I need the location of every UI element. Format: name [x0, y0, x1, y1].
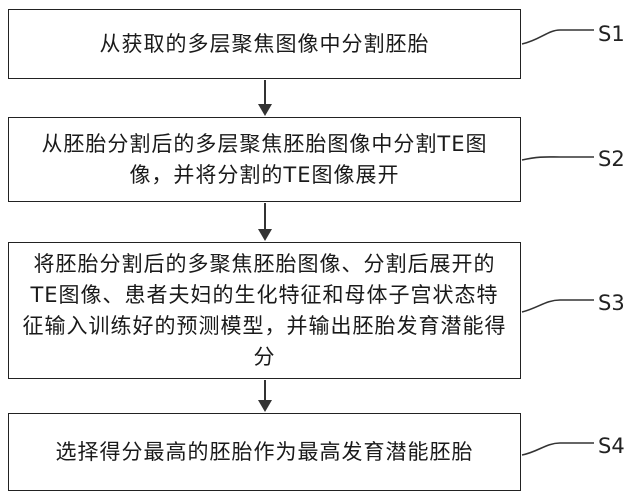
leader-s1 — [521, 29, 594, 45]
arrow-s3-s4 — [258, 380, 272, 412]
step-label-s2: S2 — [598, 147, 625, 171]
step-box-s4: 选择得分最高的胚胎作为最高发育潜能胚胎 — [8, 413, 521, 491]
leader-s4 — [521, 442, 594, 456]
step-box-s2: 从胚胎分割后的多层聚焦胚胎图像中分割TE图像，并将分割的TE图像展开 — [8, 117, 521, 202]
arrow-s1-s2 — [258, 80, 272, 116]
step-box-s3: 将胚胎分割后的多聚焦胚胎图像、分割后展开的TE图像、患者夫妇的生化特征和母体子宫… — [8, 242, 521, 379]
leader-s3 — [521, 299, 594, 313]
step-text-s2: 从胚胎分割后的多层聚焦胚胎图像中分割TE图像，并将分割的TE图像展开 — [41, 131, 488, 187]
step-label-s1: S1 — [598, 22, 625, 46]
step-box-s1: 从获取的多层聚焦图像中分割胚胎 — [8, 9, 521, 79]
leader-s2 — [521, 156, 594, 161]
step-text-s3: 将胚胎分割后的多聚焦胚胎图像、分割后展开的TE图像、患者夫妇的生化特征和母体子宫… — [22, 251, 507, 369]
step-text-s1: 从获取的多层聚焦图像中分割胚胎 — [99, 31, 430, 56]
step-label-s3: S3 — [598, 291, 625, 315]
arrow-s2-s3 — [258, 203, 272, 241]
step-text-s4: 选择得分最高的胚胎作为最高发育潜能胚胎 — [55, 439, 474, 464]
step-label-s4: S4 — [598, 434, 625, 458]
